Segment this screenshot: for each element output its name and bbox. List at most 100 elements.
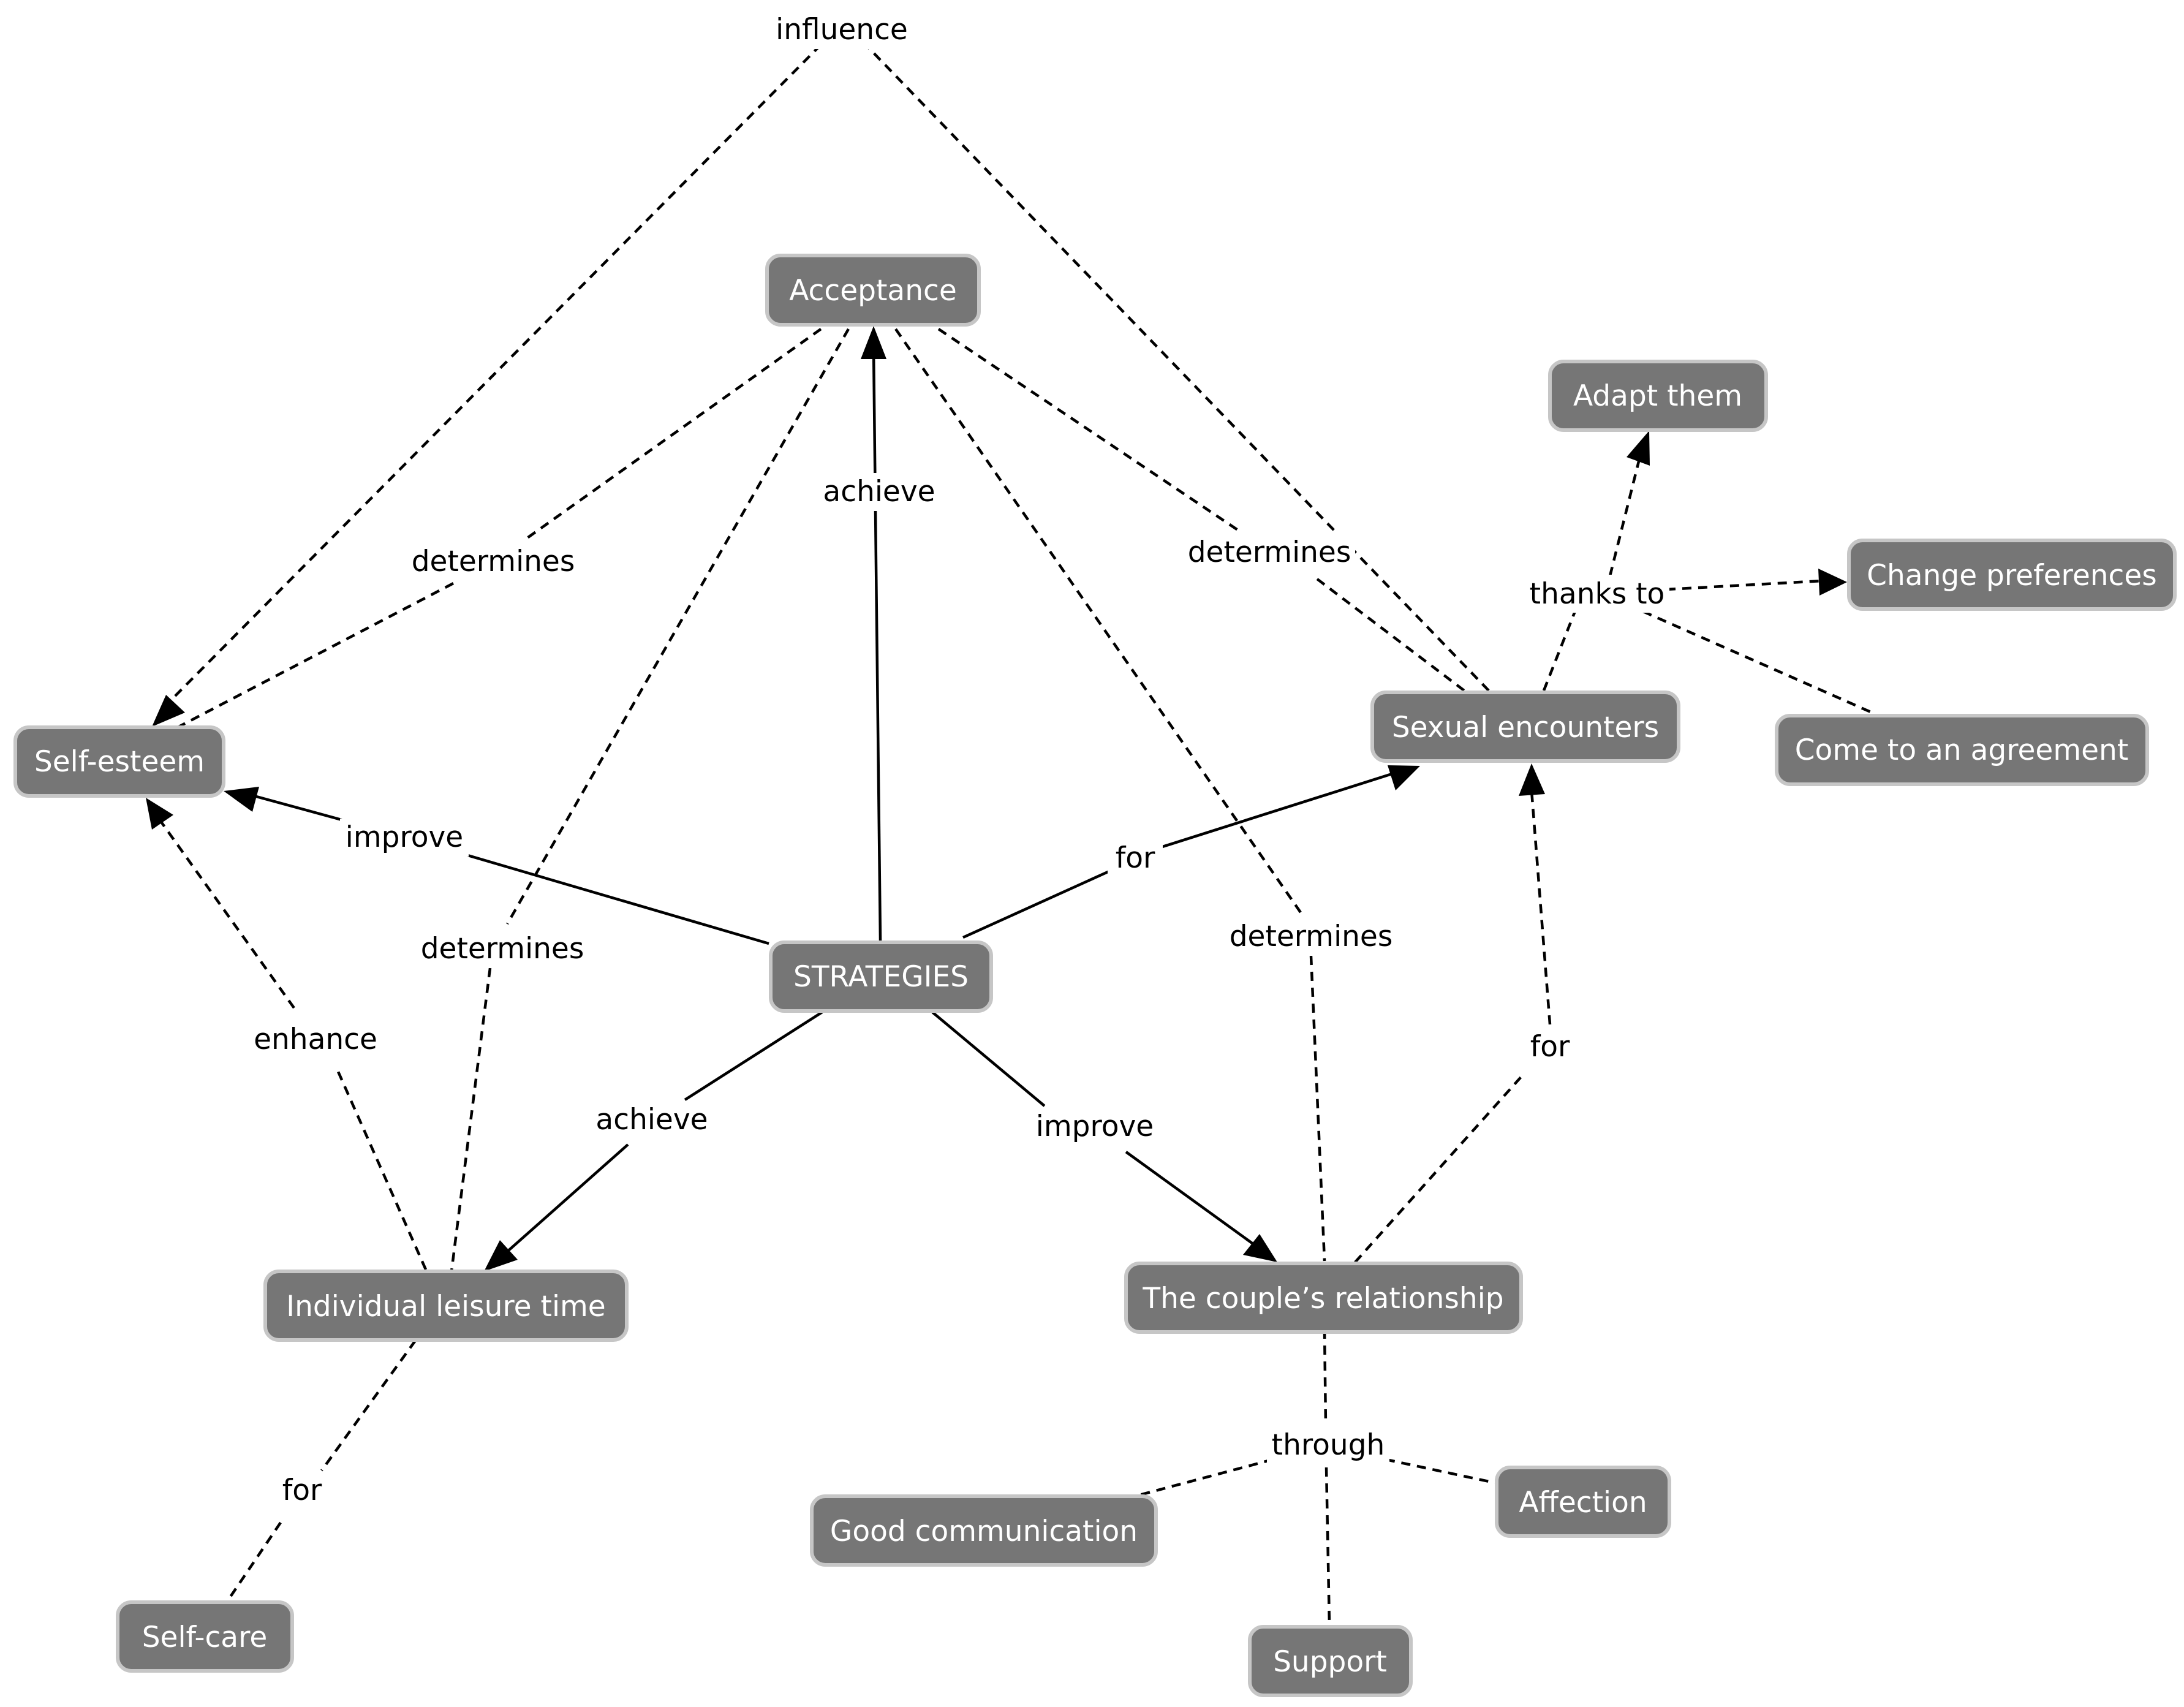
arrowhead-leisure-time <box>484 1240 518 1271</box>
node-good-communication[interactable]: Good communication <box>810 1494 1158 1567</box>
arrowhead-self-esteem-enhance <box>146 798 173 830</box>
edge-enhance-to-self-esteem <box>159 820 295 1009</box>
node-acceptance[interactable]: Acceptance <box>765 254 981 327</box>
edge-determines-sx-to-sexual <box>1316 578 1465 692</box>
edge-improve-se-to-self-esteem <box>244 792 347 823</box>
node-self-esteem[interactable]: Self-esteem <box>13 725 225 798</box>
node-self-care-label: Self-care <box>142 1621 268 1654</box>
link-label-improve-couple-text: improve <box>1036 1110 1154 1143</box>
edge-leisure-to-enhance <box>334 1065 428 1270</box>
edge-through-to-good-communication <box>1139 1458 1274 1497</box>
edge-sexual-encounters-to-influence <box>866 45 1490 692</box>
link-label-achieve-leisure-text: achieve <box>595 1103 708 1137</box>
link-label-determines-couple-text: determines <box>1230 920 1393 953</box>
link-label-improve-self-esteem-text: improve <box>346 820 463 854</box>
edge-achieve-lt-to-leisure <box>502 1143 629 1256</box>
node-affection[interactable]: Affection <box>1495 1466 1671 1538</box>
edge-strategies-to-for-sx <box>962 868 1113 939</box>
node-support[interactable]: Support <box>1248 1625 1413 1697</box>
link-label-determines-leisure: determines <box>417 930 588 968</box>
edge-influence-to-self-esteem <box>158 44 822 713</box>
link-label-through-text: through <box>1272 1428 1385 1462</box>
link-label-achieve-leisure: achieve <box>593 1101 711 1139</box>
node-self-esteem-label: Self-esteem <box>34 745 205 779</box>
node-self-care[interactable]: Self-care <box>116 1600 294 1673</box>
link-label-thanks-to: thanks to <box>1525 575 1669 613</box>
link-label-for-couple-to-sexual: for <box>1522 1028 1578 1066</box>
link-label-influence: influence <box>773 11 911 49</box>
node-acceptance-label: Acceptance <box>789 274 957 308</box>
node-individual-leisure-time[interactable]: Individual leisure time <box>263 1270 629 1342</box>
node-affection-label: Affection <box>1519 1486 1647 1520</box>
node-support-label: Support <box>1273 1645 1387 1679</box>
link-label-for-sexual-text: for <box>1116 841 1155 875</box>
edge-thanks-to-to-change-preferences <box>1666 579 1823 591</box>
link-label-through: through <box>1267 1426 1389 1464</box>
link-label-for-self-care: for <box>274 1472 330 1510</box>
link-label-influence-text: influence <box>776 13 908 47</box>
edge-improve-cr-to-couple <box>1125 1151 1256 1246</box>
link-label-for-self-care-text: for <box>282 1474 322 1507</box>
link-label-determines-self-esteem: determines <box>407 543 579 581</box>
arrowhead-acceptance <box>861 326 886 359</box>
node-sexual-encounters-label: Sexual encounters <box>1392 711 1659 744</box>
edge-acceptance-to-determines-cr <box>894 328 1303 915</box>
edge-acceptance-to-determines-se <box>523 328 822 542</box>
arrowhead-self-esteem-influence <box>152 695 185 727</box>
link-label-improve-couple: improve <box>1030 1108 1159 1146</box>
arrowhead-adapt-them <box>1627 431 1650 466</box>
node-come-to-an-agreement[interactable]: Come to an agreement <box>1775 714 2149 786</box>
node-couples-relationship-label: The couple’s relationship <box>1142 1282 1503 1315</box>
node-adapt-them[interactable]: Adapt them <box>1548 360 1768 432</box>
edge-acceptance-to-determines-lt <box>506 328 850 925</box>
edge-strategies-to-acceptance <box>872 349 882 941</box>
concept-nodes: Acceptance Adapt them Change preferences… <box>13 254 2177 1697</box>
edge-couple-to-for <box>1354 1072 1525 1263</box>
arrowhead-sexual-encounters-for-couple <box>1519 763 1545 796</box>
node-individual-leisure-time-label: Individual leisure time <box>286 1290 605 1323</box>
link-label-improve-self-esteem: improve <box>340 819 469 857</box>
link-label-enhance-text: enhance <box>254 1023 377 1056</box>
edge-thanks-to-to-come-to-agreement <box>1642 610 1874 715</box>
link-label-achieve-acceptance-text: achieve <box>823 475 935 509</box>
edge-acceptance-to-determines-sx <box>937 328 1242 533</box>
node-couples-relationship[interactable]: The couple’s relationship <box>1124 1262 1523 1334</box>
edge-leisure-to-for <box>320 1339 417 1472</box>
edge-strategies-to-achieve-lt <box>684 1011 823 1101</box>
edge-for-sx-to-sexual <box>1156 769 1402 850</box>
node-strategies[interactable]: STRATEGIES <box>769 941 993 1013</box>
edge-for-to-sexual <box>1530 790 1552 1025</box>
arrowheads <box>146 326 1847 1271</box>
link-label-determines-sexual: determines <box>1184 533 1355 571</box>
edge-determines-cr-to-couple <box>1309 955 1326 1262</box>
edge-sexual-to-thanks-to <box>1542 609 1578 691</box>
link-label-thanks-to-text: thanks to <box>1530 577 1665 611</box>
edge-through-to-affection <box>1385 1458 1495 1485</box>
edge-determines-lt-to-leisure <box>450 967 492 1272</box>
arrowhead-couples-relationship <box>1243 1234 1277 1262</box>
edge-through-to-support <box>1324 1467 1331 1626</box>
node-strategies-label: STRATEGIES <box>793 960 969 994</box>
link-label-enhance: enhance <box>250 1021 382 1059</box>
arrowhead-sexual-encounters-for-strategies <box>1388 765 1420 790</box>
node-change-preferences-label: Change preferences <box>1867 559 2157 592</box>
node-come-to-an-agreement-label: Come to an agreement <box>1795 733 2129 767</box>
node-change-preferences[interactable]: Change preferences <box>1847 539 2177 611</box>
edge-strategies-to-improve-se <box>465 853 769 945</box>
edge-strategies-to-improve-cr <box>931 1011 1046 1107</box>
link-label-determines-self-esteem-text: determines <box>412 545 575 578</box>
link-label-achieve-acceptance: achieve <box>821 473 937 511</box>
link-label-determines-leisure-text: determines <box>421 932 584 966</box>
edges <box>158 44 1874 1626</box>
node-good-communication-label: Good communication <box>830 1515 1138 1548</box>
edge-couple-to-through <box>1323 1329 1328 1425</box>
node-adapt-them-label: Adapt them <box>1573 379 1742 413</box>
edge-thanks-to-to-adapt-them <box>1608 444 1645 577</box>
linking-phrases: influence achieve determines determines … <box>250 11 1669 1510</box>
arrowhead-self-esteem-improve <box>224 787 259 812</box>
edge-for-to-self-care <box>227 1521 282 1602</box>
link-label-for-couple-to-sexual-text: for <box>1530 1030 1570 1064</box>
node-sexual-encounters[interactable]: Sexual encounters <box>1370 691 1680 763</box>
link-label-determines-couple: determines <box>1225 918 1397 956</box>
